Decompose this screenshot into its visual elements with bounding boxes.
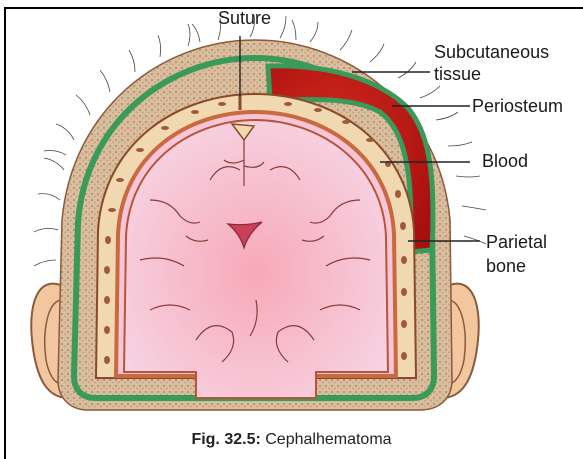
caption-prefix: Fig. 32.5: bbox=[191, 431, 260, 448]
label-subcutaneous: Subcutaneous bbox=[434, 42, 549, 62]
label-parietal: Parietal bbox=[486, 232, 547, 252]
label-suture: Suture bbox=[218, 8, 271, 28]
label-bone: bone bbox=[486, 256, 526, 276]
caption-text: Cephalhematoma bbox=[261, 431, 392, 448]
label-tissue: tissue bbox=[434, 64, 481, 84]
label-blood: Blood bbox=[482, 151, 528, 171]
figure-caption: Fig. 32.5: Cephalhematoma bbox=[0, 431, 583, 449]
label-periosteum: Periosteum bbox=[472, 96, 563, 116]
